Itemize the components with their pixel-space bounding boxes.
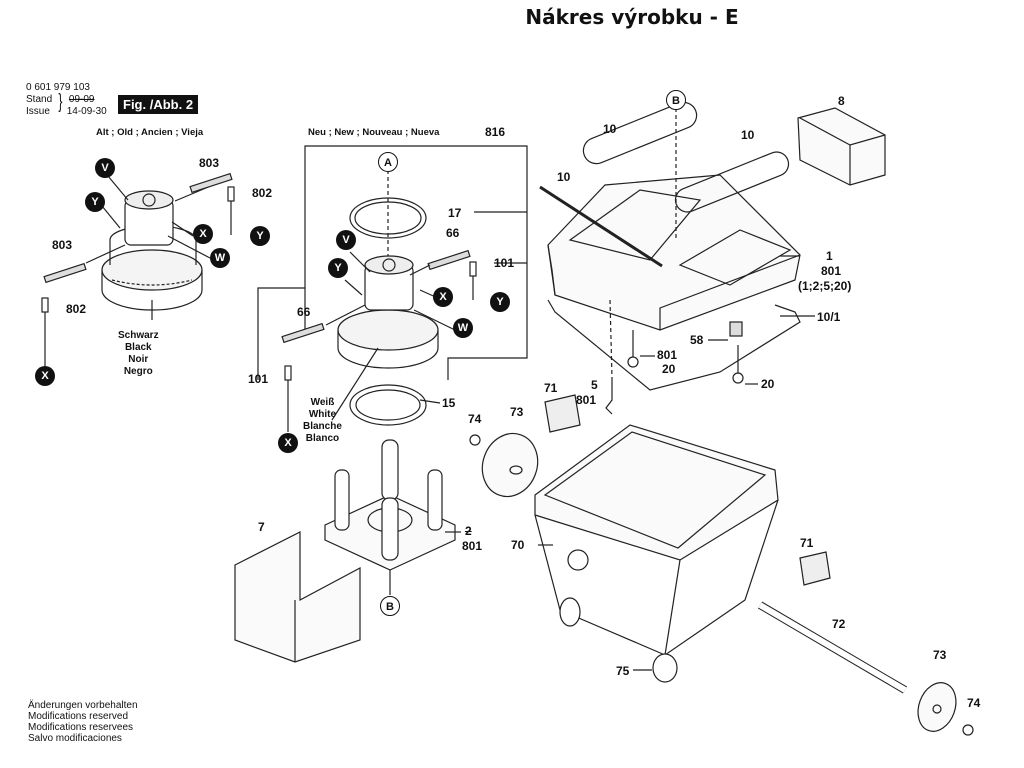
ref-b-lid: B xyxy=(666,90,686,110)
gasket-10a xyxy=(582,101,698,165)
label-lid-group: (1;2;5;20) xyxy=(798,279,852,293)
wheel-73b xyxy=(917,682,957,732)
badge-w-new: W xyxy=(453,318,473,338)
terminal-802-old-left xyxy=(41,297,49,366)
label-8: 8 xyxy=(838,94,845,108)
label-10-b: 10 xyxy=(741,128,755,142)
label-17: 17 xyxy=(448,206,462,220)
label-5: 5 xyxy=(591,378,598,392)
hub-cap-74a xyxy=(469,434,481,446)
caption-old: Alt ; Old ; Ancien ; Vieja xyxy=(96,127,204,138)
ref-a: A xyxy=(378,152,398,172)
motor-stand xyxy=(324,439,456,595)
badge-v-old: V xyxy=(95,158,115,178)
badge-y-new: Y xyxy=(328,258,348,278)
label-801-screw: 801 xyxy=(657,348,678,362)
label-101-new-left: 101 xyxy=(248,372,269,386)
label-58: 58 xyxy=(690,333,704,347)
label-10-c: 10 xyxy=(557,170,571,184)
label-801-lid: 801 xyxy=(821,264,842,278)
screw-20 xyxy=(732,345,744,384)
header-block: 0 601 979 103 Stand 09-09 Issue 14-09-30 xyxy=(26,82,107,118)
badge-v-new: V xyxy=(336,230,356,250)
figure-label: Fig. /Abb. 2 xyxy=(118,95,199,114)
label-74-right: 74 xyxy=(967,696,981,710)
brush-803-old-left xyxy=(43,244,126,284)
stand-label: Stand xyxy=(26,94,53,105)
badge-x-old-terminal: X xyxy=(35,366,55,386)
brace-icon: } xyxy=(58,91,63,113)
latch-71a xyxy=(544,394,581,433)
latch-71b xyxy=(799,551,831,586)
badge-w-old: W xyxy=(210,248,230,268)
axle-72 xyxy=(758,602,907,693)
issue-value: 14-09-30 xyxy=(66,106,107,117)
gasket-10-1 xyxy=(547,299,801,391)
label-66-new-top: 66 xyxy=(446,226,460,240)
label-15: 15 xyxy=(442,396,456,410)
seal-strip-10c xyxy=(539,185,663,268)
label-101-new-right: 101 xyxy=(494,256,515,270)
wire-color-white: Weiß White Blanche Blanco xyxy=(303,397,342,444)
gasket-10b xyxy=(674,151,790,213)
label-20-screw-a: 20 xyxy=(662,362,676,376)
new-motor xyxy=(337,255,439,369)
label-802-old-left: 802 xyxy=(66,302,87,316)
caption-new: Neu ; New ; Nouveau ; Nueva xyxy=(308,127,440,138)
filter-block-8 xyxy=(797,107,886,186)
badge-x-new-terminal: X xyxy=(278,433,298,453)
label-803-old-left: 803 xyxy=(52,238,73,252)
clip-58 xyxy=(729,321,743,337)
label-801-stand: 801 xyxy=(462,539,483,553)
screw-801-20 xyxy=(627,330,639,368)
label-66-new-left: 66 xyxy=(297,305,311,319)
label-803-old-top: 803 xyxy=(199,156,220,170)
rod-5 xyxy=(605,378,613,415)
label-75: 75 xyxy=(616,664,630,678)
label-71-right: 71 xyxy=(800,536,814,550)
badge-y-old: Y xyxy=(85,192,105,212)
label-802-old-right: 802 xyxy=(252,186,273,200)
badge-y-old-terminal: Y xyxy=(250,226,270,246)
bracket-816 xyxy=(304,145,528,380)
label-73-right: 73 xyxy=(933,648,947,662)
stand-value: 09-09 xyxy=(68,94,95,105)
tank-container-70 xyxy=(534,424,779,683)
terminal-802-old-right xyxy=(227,186,235,235)
brush-803-old-top xyxy=(174,172,233,202)
badge-y-new-terminal: Y xyxy=(490,292,510,312)
label-72: 72 xyxy=(832,617,846,631)
label-10-a: 10 xyxy=(603,122,617,136)
label-10-1: 10/1 xyxy=(817,310,841,324)
badge-x-new: X xyxy=(433,287,453,307)
label-71-top: 71 xyxy=(544,381,558,395)
wire-color-black: Schwarz Black Noir Negro xyxy=(118,330,159,377)
label-1: 1 xyxy=(826,249,833,263)
ref-b-stand: B xyxy=(380,596,400,616)
part-number: 0 601 979 103 xyxy=(26,82,90,93)
hub-cap-74b xyxy=(962,724,974,736)
label-70: 70 xyxy=(511,538,525,552)
page-title: Nákres výrobku - E xyxy=(525,5,739,29)
badge-x-old: X xyxy=(193,224,213,244)
issue-label: Issue xyxy=(26,106,50,117)
label-73-left: 73 xyxy=(510,405,524,419)
footer-notice: Änderungen vorbehalten Modifications res… xyxy=(28,700,138,744)
label-801-rod: 801 xyxy=(576,393,597,407)
label-2-stand: 2 xyxy=(465,524,472,538)
wheel-73a xyxy=(481,432,539,498)
guard-7 xyxy=(234,531,361,663)
label-7: 7 xyxy=(258,520,265,534)
label-74-left: 74 xyxy=(468,412,482,426)
old-motor xyxy=(101,190,203,311)
lid-housing xyxy=(547,174,801,331)
label-20-screw-b: 20 xyxy=(761,377,775,391)
label-816: 816 xyxy=(485,125,506,139)
